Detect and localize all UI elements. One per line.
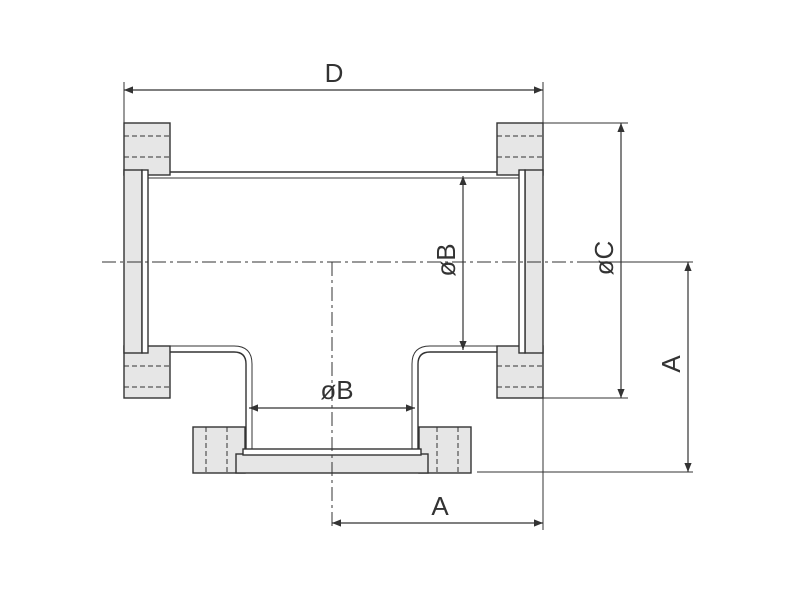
label-a-vertical: A <box>656 355 686 373</box>
label-ob-horizontal: øB <box>320 375 353 405</box>
extension-lines <box>123 82 693 530</box>
label-oc: øC <box>589 241 619 276</box>
label-d: D <box>325 58 344 88</box>
label-ob-vertical: øB <box>431 243 461 276</box>
label-a-horizontal: A <box>431 491 449 521</box>
center-lines <box>102 261 582 530</box>
tube-inner-walls <box>147 177 521 455</box>
bottom-flange <box>192 426 472 474</box>
tube-body <box>146 171 522 456</box>
